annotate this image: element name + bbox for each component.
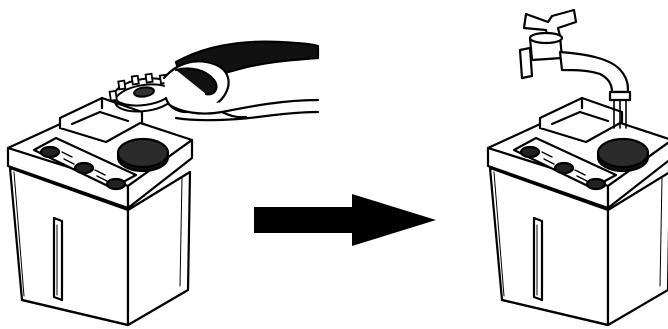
- hand-removing-cap-icon: [162, 40, 320, 122]
- right-arrow-icon: [254, 194, 436, 246]
- water-faucet-icon: [518, 8, 632, 129]
- water-tank-icon: [486, 96, 668, 327]
- water-tank-icon: [6, 96, 194, 327]
